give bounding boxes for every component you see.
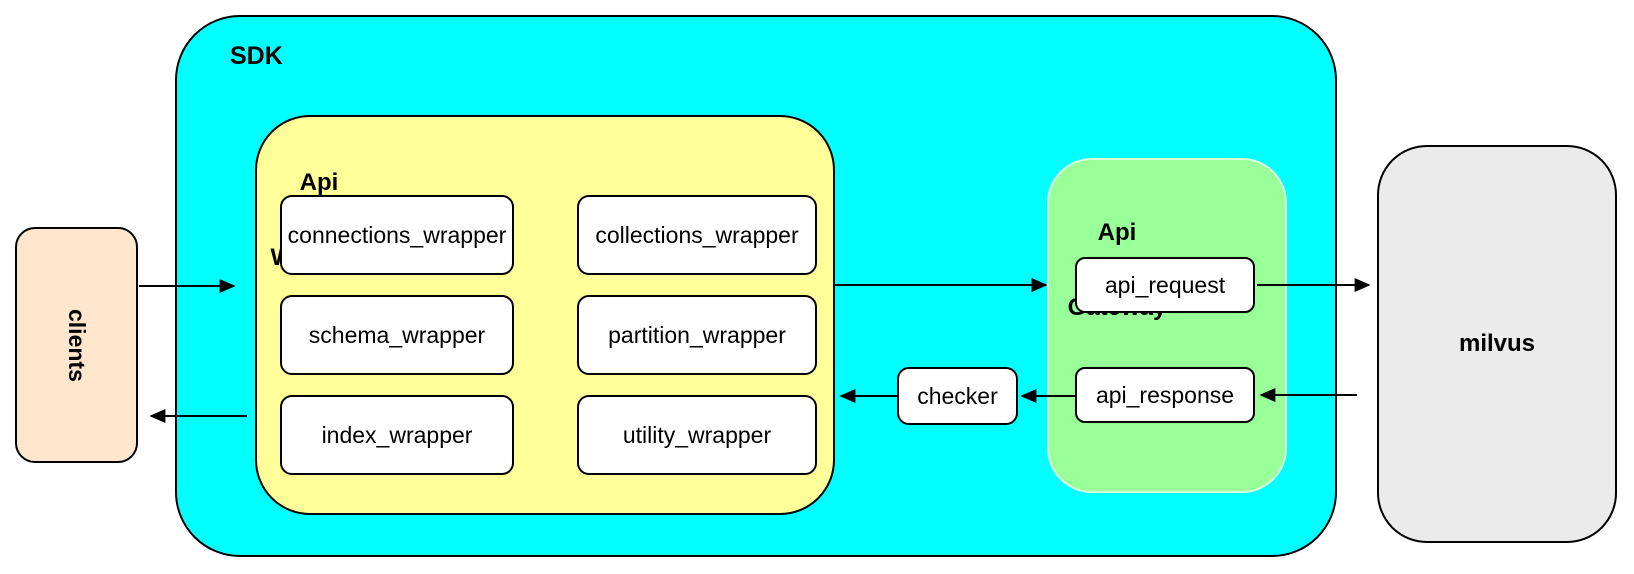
- api-gateway-group: [1047, 158, 1287, 493]
- node-connections-wrapper: connections_wrapper: [280, 195, 514, 275]
- node-partition-wrapper: partition_wrapper: [577, 295, 817, 375]
- node-utility-wrapper: utility_wrapper: [577, 395, 817, 475]
- clients-node: clients: [15, 227, 138, 463]
- node-collections-wrapper: collections_wrapper: [577, 195, 817, 275]
- sdk-group-label: SDK: [230, 42, 283, 70]
- node-api-response: api_response: [1075, 367, 1255, 423]
- node-checker: checker: [897, 367, 1018, 425]
- milvus-node-label: milvus: [1458, 330, 1536, 357]
- node-index-wrapper: index_wrapper: [280, 395, 514, 475]
- node-api-request: api_request: [1075, 257, 1255, 313]
- clients-node-label: clients: [64, 308, 90, 382]
- api-wrapper-label-line1: Api: [299, 169, 339, 196]
- milvus-node: milvus: [1377, 145, 1617, 543]
- node-schema-wrapper: schema_wrapper: [280, 295, 514, 375]
- api-gateway-label-line1: Api: [1097, 219, 1137, 246]
